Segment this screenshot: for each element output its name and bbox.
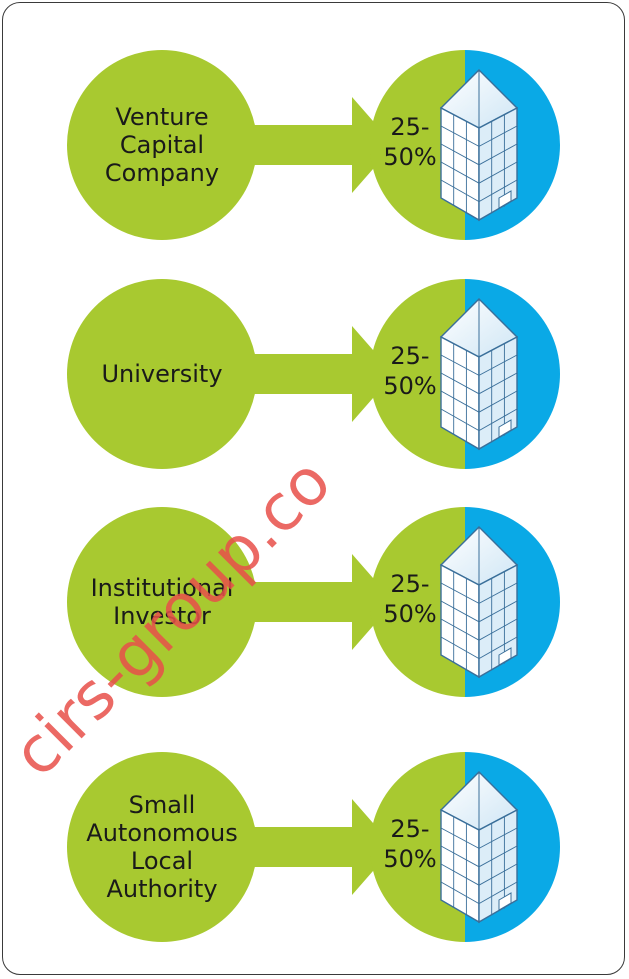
source-circle (67, 752, 257, 942)
building-grid-line (440, 143, 480, 166)
building-door (498, 892, 512, 911)
stake-percent-line: 50% (383, 143, 436, 171)
building-grid-line (440, 827, 480, 849)
building-grid-line (440, 390, 480, 413)
building-grid-line (478, 827, 518, 849)
building-grid-line (440, 863, 480, 886)
source-label-line: Venture (115, 103, 208, 131)
building-icon (439, 69, 519, 222)
source-label-line: Company (105, 159, 219, 187)
source-label-line: University (101, 360, 222, 388)
building-grid-line (478, 582, 518, 604)
source-label-line: Capital (120, 131, 204, 159)
source-circle (67, 50, 257, 240)
building-door (498, 647, 512, 666)
source-label-line: Autonomous (86, 819, 237, 847)
source-circle (67, 279, 257, 469)
stake-percent-line: 50% (383, 600, 436, 628)
building-grid-line (440, 408, 480, 431)
source-label-line: Investor (113, 602, 211, 630)
building-grid-line (478, 143, 518, 166)
building-grid-line (440, 354, 480, 376)
building-grid-line (440, 179, 480, 202)
source-circle (67, 507, 257, 697)
building-grid-line (478, 354, 518, 376)
stake-percent-line: 50% (383, 845, 436, 873)
stake-percent-line: 50% (383, 372, 436, 400)
building-grid-line (440, 600, 480, 623)
building-grid-line (478, 845, 518, 868)
arrow-icon (242, 799, 394, 895)
source-label-line: Institutional (91, 574, 234, 602)
arrow-icon (242, 554, 394, 650)
row-2: University 25-50% (67, 279, 560, 469)
building-grid-line (440, 582, 480, 604)
building-door (498, 190, 512, 209)
building-grid-line (478, 600, 518, 623)
arrow-icon (242, 97, 394, 193)
source-label-line: Local (131, 847, 193, 875)
building-grid-line (440, 372, 480, 395)
building-grid-line (478, 125, 518, 147)
source-label-line: Authority (106, 875, 217, 903)
building-grid-line (478, 408, 518, 431)
building-grid-line (478, 863, 518, 886)
building-grid-line (478, 179, 518, 202)
building-grid-line (440, 881, 480, 904)
arrow-icon (242, 326, 394, 422)
building-grid-line (440, 125, 480, 147)
building-grid-line (440, 845, 480, 868)
building-grid-line (440, 161, 480, 184)
building-grid-line (478, 161, 518, 184)
building-grid-line (478, 390, 518, 413)
building-grid-line (440, 636, 480, 659)
stake-percent-line: 25- (390, 113, 429, 141)
stake-percent-line: 25- (390, 342, 429, 370)
building-grid-line (478, 372, 518, 395)
building-grid-line (478, 618, 518, 641)
building-grid-line (478, 881, 518, 904)
building-icon (439, 771, 519, 924)
source-label-line: Small (129, 791, 196, 819)
stake-percent-line: 25- (390, 815, 429, 843)
building-icon (439, 298, 519, 451)
building-door (498, 419, 512, 438)
stake-percent-line: 25- (390, 570, 429, 598)
building-grid-line (478, 636, 518, 659)
building-grid-line (440, 618, 480, 641)
building-icon (439, 526, 519, 679)
